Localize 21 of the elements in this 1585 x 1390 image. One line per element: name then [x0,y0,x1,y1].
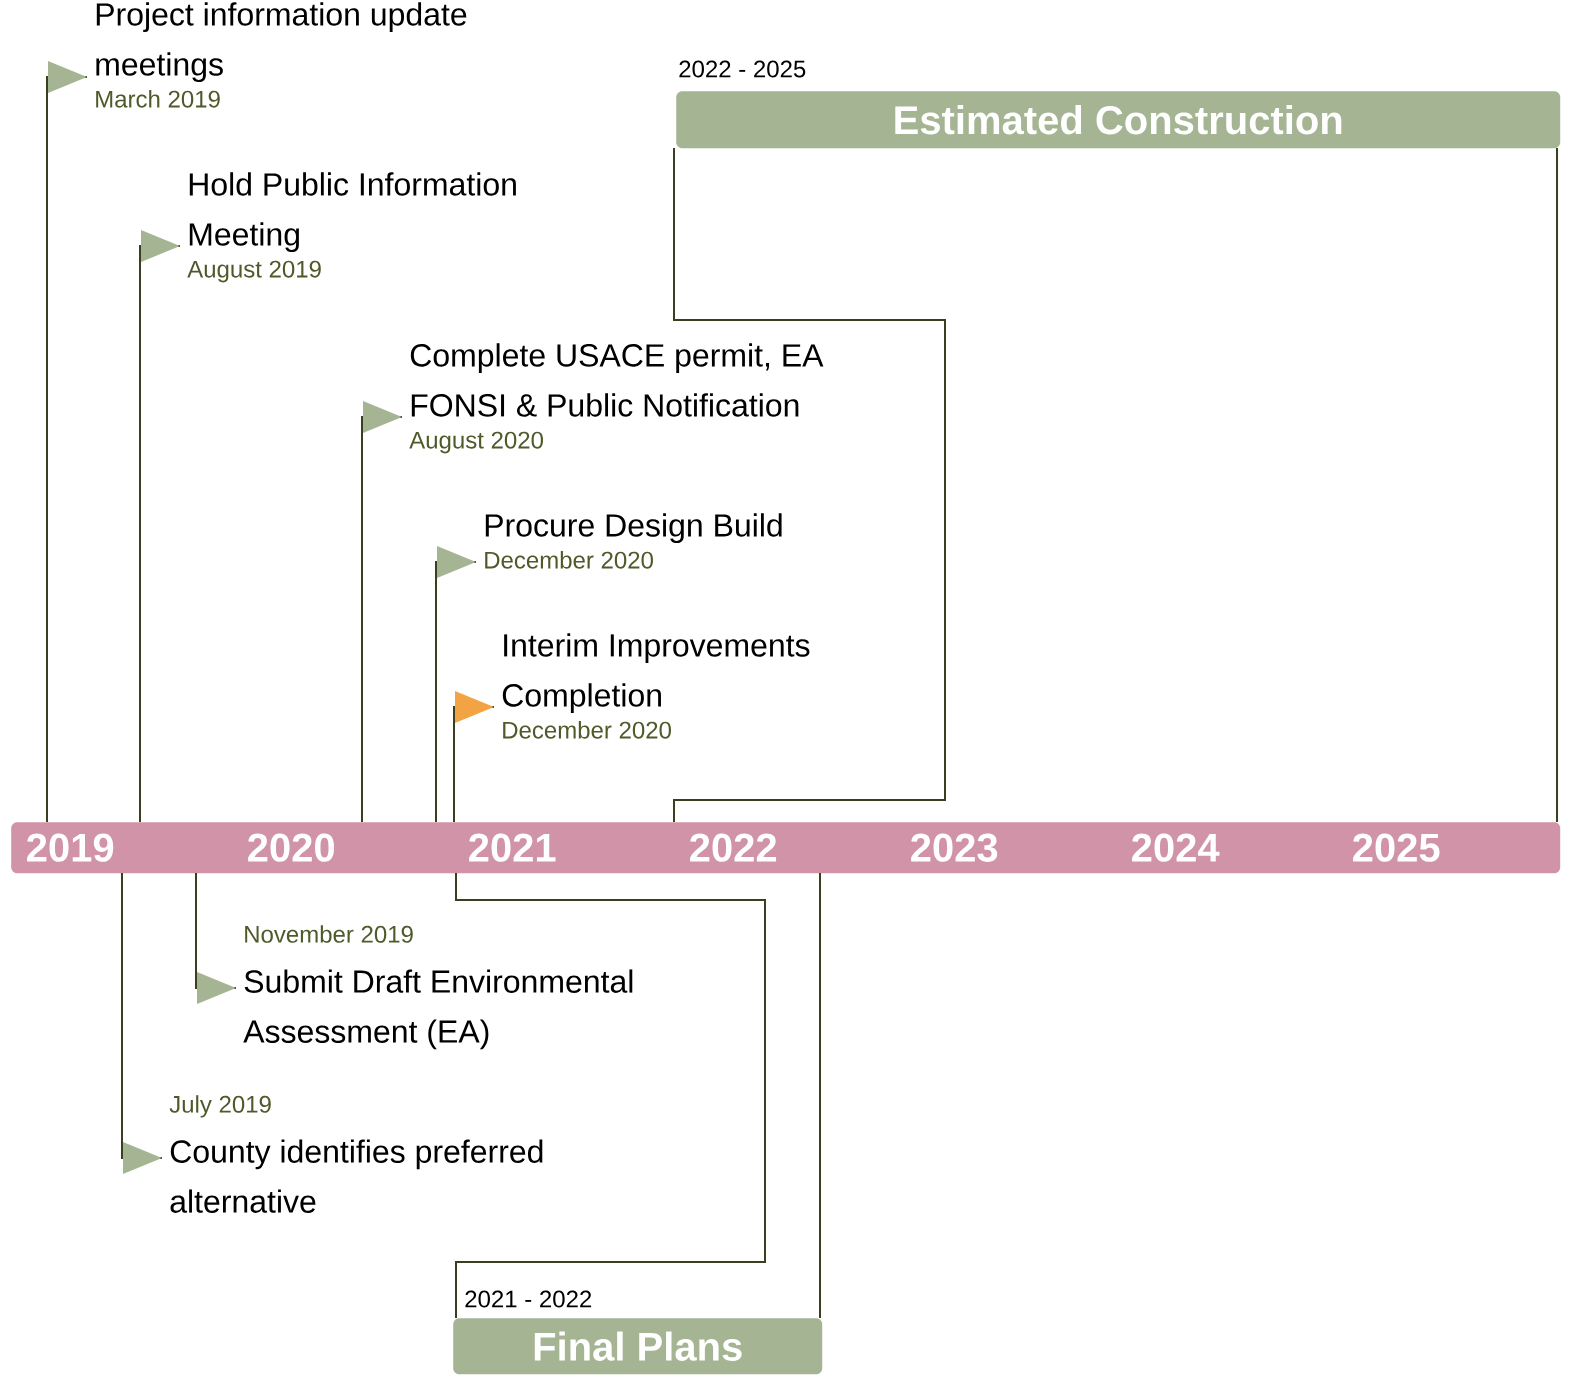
date-range-label: 2021 - 2022 [465,1290,592,1308]
timeline-bar: 2019 2020 2021 2022 2023 2024 2025 [11,822,1561,874]
milestone-label: July 2019 County identifies preferred alternative [169,1095,543,1213]
milestone-label: Procure Design Build December 2020 [485,513,782,569]
milestone-label: Project information update meetings March 2019 [96,2,467,108]
date-range-label: 2022 - 2025 [679,60,806,78]
phase-bar: Estimated Construction [676,91,1561,149]
milestone-label: Interim Improvements Completion December 2020 [502,633,810,739]
pole-line [435,561,477,823]
milestone-label: Complete USACE permit, EA FONSI & Public Notification August 2020 [409,343,824,454]
pole-line [455,872,766,1319]
pole-line [46,76,88,823]
pole-line [673,147,946,823]
phase-bar: Final Plans [453,1318,823,1375]
milestone-label: Hold Public Information Meeting August 2019 [187,172,516,283]
pole-line [361,416,403,823]
pole-line [819,872,821,1319]
pole-line [121,872,163,1159]
milestone-label: November 2019 Submit Draft Environmental Assessment (EA) [243,925,633,1050]
pole-line [1556,147,1558,823]
pole-line [139,245,181,823]
